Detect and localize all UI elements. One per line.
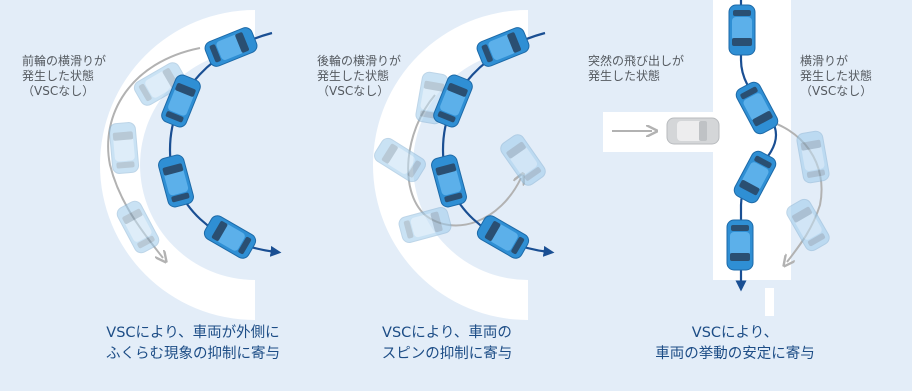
panel-1-label: 前輪の横滑りが 発生した状態 （VSCなし） <box>22 54 106 99</box>
ghost-cars-1 <box>108 62 187 254</box>
pointer-1 <box>231 290 240 316</box>
panel-1-label-line-1: 前輪の横滑りが <box>22 54 107 68</box>
panel-3-label-2-line-3: （VSCなし） <box>800 84 873 98</box>
panel-2-label-line-3: （VSCなし） <box>317 84 390 98</box>
ghost-car <box>108 122 140 174</box>
vsc-car <box>433 74 473 128</box>
vsc-car <box>203 215 257 259</box>
vsc-car <box>204 27 258 67</box>
panel-1-caption-line-2: ふくらむ現象の抑制に寄与 <box>106 346 280 362</box>
panel-1-label-line-3: （VSCなし） <box>22 84 95 98</box>
vsc-car <box>476 27 530 67</box>
panel-2-label-line-2: 発生した状態 <box>317 69 390 83</box>
panel-3 <box>603 0 830 316</box>
ghost-car <box>786 198 830 252</box>
vsc-car <box>728 4 756 56</box>
panel-2-caption: VSCにより、車両の スピンの抑制に寄与 <box>352 323 542 365</box>
panel-3-label-2-line-1: 横滑りが <box>800 54 849 68</box>
panel-3-label-2-line-2: 発生した状態 <box>800 69 873 83</box>
pointer-3 <box>765 288 774 316</box>
panel-1-caption: VSCにより、車両が外側に ふくらむ現象の抑制に寄与 <box>78 323 308 365</box>
panel-2-caption-line-1: VSCにより、車両の <box>382 325 512 341</box>
panel-3-caption: VSCにより、 車両の挙動の安定に寄与 <box>620 323 850 365</box>
panel-2-caption-line-2: スピンの抑制に寄与 <box>381 346 513 362</box>
panel-3-label-2: 横滑りが 発生した状態 （VSCなし） <box>800 54 872 99</box>
ghost-car <box>116 200 160 254</box>
ghost-car <box>374 137 426 183</box>
vsc-cars-1 <box>158 27 258 259</box>
ghost-car <box>500 134 546 186</box>
panel-3-label: 突然の飛び出しが 発生した状態 <box>588 54 684 84</box>
vsc-car <box>735 81 779 135</box>
vsc-cars-3 <box>726 4 779 271</box>
vsc-car <box>726 219 754 271</box>
vsc-car <box>476 215 530 259</box>
vsc-cars-2 <box>431 27 530 259</box>
panel-3-label-line-1: 突然の飛び出しが <box>588 54 685 68</box>
panel-3-caption-line-2: 車両の挙動の安定に寄与 <box>655 346 815 362</box>
ghost-cars-3 <box>786 130 830 252</box>
crossing-car <box>666 117 720 145</box>
vsc-car <box>161 74 201 128</box>
panel-2-label-line-1: 後輪の横滑りが <box>317 54 402 68</box>
ghost-car <box>133 62 187 106</box>
ghost-car <box>796 130 830 184</box>
panel-1-caption-line-1: VSCにより、車両が外側に <box>106 325 280 341</box>
panel-2 <box>373 10 555 320</box>
panel-2-label: 後輪の横滑りが 発生した状態 （VSCなし） <box>317 54 401 99</box>
ghost-path-3 <box>757 117 823 262</box>
panel-3-label-line-2: 発生した状態 <box>588 69 661 83</box>
ghost-car <box>398 207 452 243</box>
vsc-car <box>431 154 467 208</box>
panel-3-caption-line-1: VSCにより、 <box>691 325 779 341</box>
panel-1-label-line-2: 発生した状態 <box>22 69 95 83</box>
panel-1 <box>100 10 282 320</box>
vsc-car <box>158 154 194 208</box>
ghost-cars-2 <box>374 71 546 243</box>
pointer-2 <box>505 290 514 316</box>
vsc-car <box>733 150 777 204</box>
